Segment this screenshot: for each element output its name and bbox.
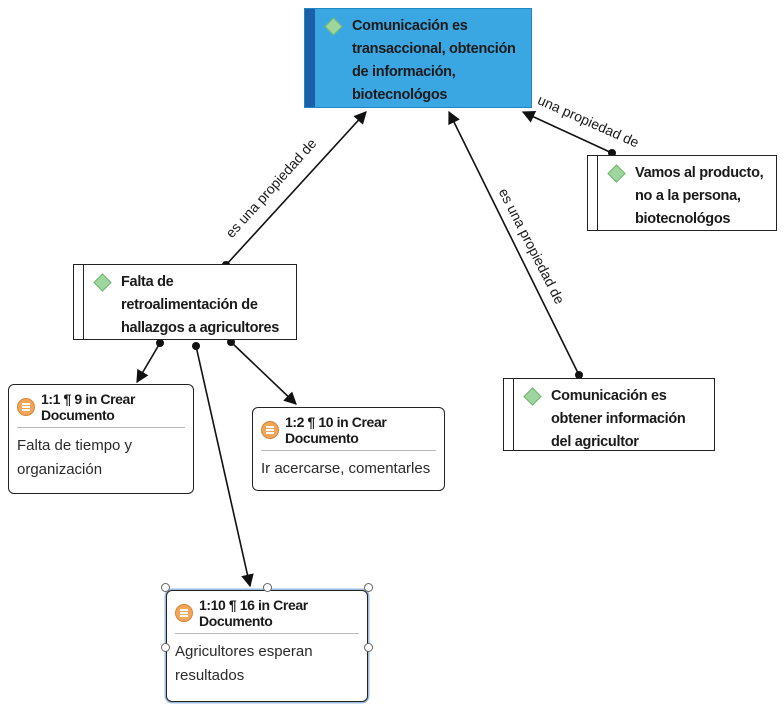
code-node-obtener-informacion[interactable]: Comunicación es obtener información del … bbox=[503, 378, 715, 451]
resize-handle-top-right[interactable] bbox=[364, 583, 373, 592]
resize-handle-top-left[interactable] bbox=[161, 583, 170, 592]
code-diamond-icon bbox=[523, 387, 542, 406]
code-node-transaccional[interactable]: Comunicación es transaccional, obtención… bbox=[304, 8, 532, 108]
code-node-falta-retroalimentacion[interactable]: Falta de retroalimentación de hallazgos … bbox=[73, 264, 297, 340]
edge-start-dot bbox=[192, 342, 200, 350]
quotation-icon bbox=[261, 421, 279, 439]
quotation-node-1-1[interactable]: 1:1 ¶ 9 in Crear Documento Falta de tiem… bbox=[8, 384, 194, 494]
resize-handle-top-center[interactable] bbox=[263, 583, 272, 592]
node-side-bar bbox=[504, 379, 514, 450]
code-node-vamos[interactable]: Vamos al producto, no a la persona, biot… bbox=[587, 155, 777, 231]
quotation-title: 1:10 ¶ 16 in Crear Documento bbox=[199, 597, 308, 629]
code-diamond-icon bbox=[324, 17, 343, 36]
quotation-text: Falta de tiempo y organización bbox=[17, 437, 133, 478]
quotation-title: 1:1 ¶ 9 in Crear Documento bbox=[41, 391, 135, 423]
resize-handle-middle-right[interactable] bbox=[364, 643, 373, 652]
quotation-icon bbox=[175, 604, 193, 622]
quotation-text: Ir acercarse, comentarles bbox=[261, 460, 431, 477]
edge-start-dot bbox=[156, 339, 164, 347]
node-side-bar bbox=[588, 156, 598, 230]
code-diamond-icon bbox=[93, 273, 112, 292]
code-node-label: Comunicación es transaccional, obtención… bbox=[352, 18, 516, 103]
edge-start-dot bbox=[227, 338, 235, 346]
code-diamond-icon bbox=[607, 164, 626, 183]
edge-obtener-to-top[interactable] bbox=[448, 110, 583, 379]
code-node-label: Falta de retroalimentación de hallazgos … bbox=[121, 274, 279, 336]
quotation-title: 1:2 ¶ 10 in Crear Documento bbox=[285, 414, 387, 446]
edge-falta-to-q3[interactable] bbox=[192, 342, 254, 588]
quotation-icon bbox=[17, 398, 35, 416]
code-node-label: Vamos al producto, no a la persona, biot… bbox=[635, 165, 764, 227]
edge-start-dot bbox=[575, 371, 583, 379]
resize-handle-middle-left[interactable] bbox=[161, 643, 170, 652]
quotation-node-1-2[interactable]: 1:2 ¶ 10 in Crear Documento Ir acercarse… bbox=[252, 407, 445, 491]
edge-falta-to-q2[interactable] bbox=[227, 338, 297, 405]
quotation-text: Agricultores esperan resultados bbox=[175, 643, 313, 684]
node-side-bar bbox=[74, 265, 84, 339]
node-side-bar bbox=[305, 9, 315, 107]
edge-falta-to-q1[interactable] bbox=[136, 339, 164, 384]
edge-falta-to-top[interactable] bbox=[222, 111, 367, 269]
code-node-label: Comunicación es obtener información del … bbox=[551, 388, 686, 450]
quotation-node-1-10[interactable]: 1:10 ¶ 16 in Crear Documento Agricultore… bbox=[166, 590, 368, 702]
